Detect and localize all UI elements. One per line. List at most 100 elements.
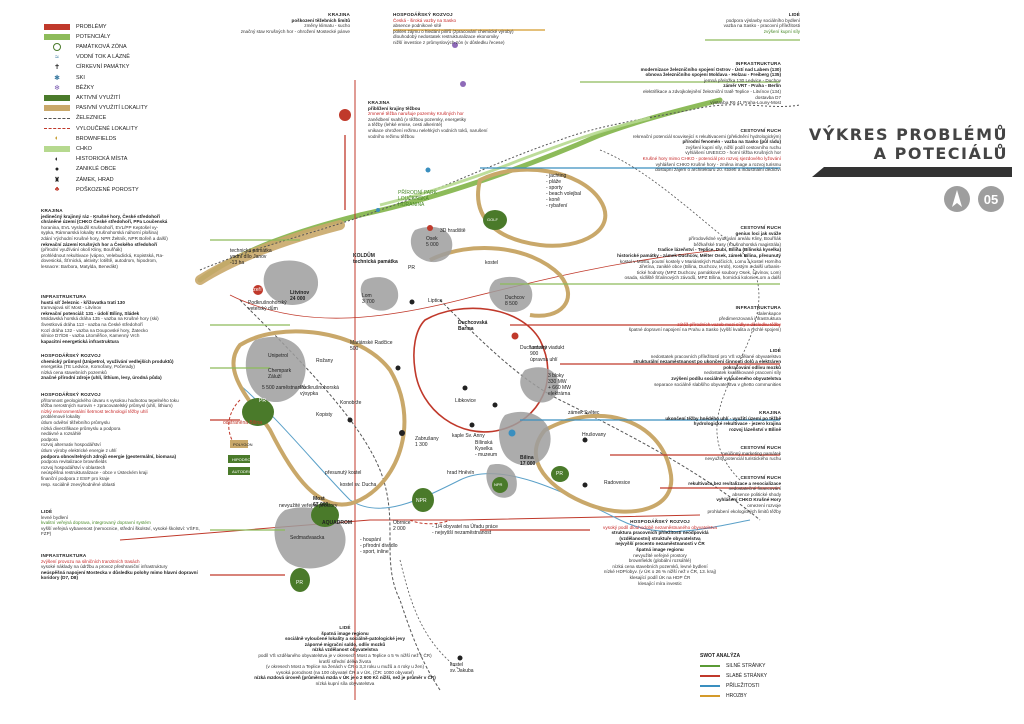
bottom-right-heading: HOSPODÁŘSKÝ ROZVOJ: [630, 519, 690, 524]
left-block-line: lesnacre: Barbora, Matylda, Benedikt): [41, 263, 118, 269]
legend-swatch: [44, 33, 70, 40]
right-block-line: genius loci jak sváže: [735, 230, 781, 236]
label-sedmadvaacka: Sedmadvaacka: [290, 535, 325, 541]
legend-z-mek-hrad-icon: ♜: [53, 176, 61, 184]
label-most: Most 67 000: [313, 496, 329, 508]
right-block-line: zvýšení podílu sociálně vyloučeného obyv…: [671, 375, 781, 381]
left-block-heading: HOSPODÁŘSKÝ ROZVOJ: [41, 392, 101, 397]
left-block-line: rozvoj hospodářství v oblastech: [41, 464, 106, 470]
label-kyselka: Bílinská Kyselka - muzeum: [475, 440, 498, 458]
dotted-road-east: [599, 149, 760, 481]
problem-dot-duchcov: [511, 332, 519, 340]
left-block-line: vysoké náklady na údržbu a provoz přeshr…: [41, 564, 168, 570]
right-block-line: nevyužitý potenciál turistického ruchu: [704, 456, 781, 462]
left-block-line: podpora obnovitelných zdrojů energie (ge…: [41, 453, 177, 459]
left-block-line: podpora: [41, 436, 58, 442]
bottom-center-line: sociálně vyloučené lokality a sociálně-p…: [285, 636, 405, 642]
label-jachting: - jachting - pláže - sporty - beach vole…: [546, 173, 582, 209]
state-border-line: [199, 104, 801, 271]
legend-label: AKTIVNÍ VYUŽITÍ: [76, 94, 121, 101]
legend-item: POTENCIÁLY: [44, 32, 110, 41]
legend-label: BĚŽKY: [76, 84, 95, 91]
left-block-line: zdání Východní Krušné hory, NPR Želtník,…: [41, 235, 168, 241]
left-block-line: jedinečný krajinný ráz - Krušné hory, Če…: [41, 213, 160, 219]
right-block-line: běžkařské trasy (Krušnohorská magistrála…: [693, 241, 781, 247]
bottom-center-line: nízká vzdělanost obyvatelstva: [312, 647, 378, 653]
bottom-center-line: špatná image regionu: [321, 630, 369, 636]
right-block-line: rekultivace bez revitalizace a resociali…: [688, 480, 781, 486]
left-block-line: nízká cena stavebních pozemků: [41, 369, 107, 375]
legend-label: PROBLÉMY: [76, 23, 107, 30]
left-block-line: značné přírodní zdroje (uhlí, lithium, l…: [41, 375, 162, 381]
right-block-line: Jiřetína, zaniklé obce (Bílina, Duchcov,…: [638, 264, 781, 270]
ski-icon-2: [376, 208, 380, 212]
left-block-line: problémové lokality: [41, 414, 81, 420]
right-block-line: předimenzovaná infrastruktura: [718, 316, 781, 322]
left-block-line: chemický průmysl (Unipetrol, využívání v…: [41, 358, 174, 364]
problem-dot-litvinov: [253, 285, 263, 295]
left-block-line: energetika (TE Ledvice, Komořany, Počera…: [41, 364, 135, 370]
legend-label: PAMÁTKOVÁ ZÓNA: [76, 43, 127, 50]
right-block-line: záměr VRT - Praha - Berlín: [723, 83, 781, 89]
village-dot-8: [582, 437, 588, 443]
left-block-line: finanční podpora z ESIF pro kraje: [41, 475, 110, 481]
left-block-heading: INFRASTRUKTURA: [41, 294, 87, 299]
bottom-right-line: nízké HDP/obyv. (v ÚK o 26 % nižší než v…: [603, 569, 717, 575]
legend-dashed-line: [44, 128, 70, 129]
top-block-line: značný stav Krušných hor - ohrožení Most…: [240, 28, 350, 34]
right-block-line: tradice lázeňství - Teplice, Dubí, Bílin…: [658, 247, 781, 253]
label-pr-south: PR: [296, 580, 303, 586]
label-pr-east: PR: [556, 471, 563, 477]
left-block-heading: HOSPODÁŘSKÝ ROZVOJ: [41, 353, 101, 358]
left-block-line: kvalitní veřejná doprava, integrovaný do…: [41, 520, 151, 526]
left-block-line: hustá síť železnic - křižovatka tratí 13…: [41, 299, 125, 305]
right-block-line: vyhlášení UNESCO - horní těžba Krušných …: [685, 150, 781, 156]
right-block-line: nedostatečné financování: [728, 486, 781, 492]
bottom-center-line: záporné migrační saldo, odliv mozků: [304, 641, 386, 647]
left-block-line: nedávné a rozsáhlé: [41, 431, 82, 437]
right-block-line: jemná přeložka 130 Ledvice - Duchov: [704, 77, 781, 83]
legend-item: ◐BROWNFIELDS: [44, 134, 116, 143]
label-ledvice: Ledvice 900 úpravna uhlí: [530, 345, 558, 363]
village-dot-9: [582, 482, 588, 488]
label-hrusovany: Hrušovany: [582, 432, 606, 438]
right-block-heading: LIDÉ: [769, 348, 781, 353]
legend-label: VODNÍ TOK A LÁZNĚ: [76, 54, 130, 61]
label-obrnice-note: - 1/4 obyvatel na Úřadu práce - nejvyšší…: [432, 524, 498, 536]
legend-label: ŽELEZNICE: [76, 115, 107, 122]
village-dot-3: [469, 422, 475, 428]
label-radovesice: Radovesice: [604, 480, 631, 486]
right-block-heading: INFRASTRUKTURA: [735, 61, 781, 66]
right-block-line: modernizace železničního spojení Ostrov …: [640, 66, 781, 72]
label-kopisty: Kopisty: [316, 412, 333, 418]
legend-dashed-line: [44, 117, 70, 119]
bottom-center-line: kratší střední délka života: [318, 658, 372, 664]
right-block-line: přírodní fenomén - vazba na Sasko (půl r…: [682, 139, 781, 145]
label-koldum: KOLDŮM technická památka: [353, 253, 398, 265]
legend-ski-icon: ✱: [54, 74, 60, 82]
swot-label: HROZBY: [726, 693, 747, 699]
right-block-line: pokračování odlivu mozků: [723, 364, 781, 370]
map-title: VÝKRES PROBLÉMŮ A POTECIÁLŮ: [809, 125, 1008, 163]
village-dot-10: [457, 655, 463, 661]
right-block-line: vyhlášení CHKO Krušné hory - změna image…: [655, 161, 781, 167]
label-elektrarna: 3 bloky 330 MW + 660 MW elektrárna: [548, 373, 571, 397]
bezky-icon-1: [452, 42, 458, 48]
left-block-line: rozvoj alternativ hospodářství: [41, 442, 101, 448]
problem-icon-krajina: [339, 109, 351, 121]
urban-litvinov: [263, 260, 319, 305]
legend-swatch: [44, 94, 70, 101]
legend-po-kozen-porosty-icon: ♣: [54, 186, 60, 194]
label-golf: GOLF: [487, 217, 498, 222]
label-verejne-prostory: nevyužité veřejné prostory: [279, 503, 338, 509]
village-dot-7: [347, 417, 353, 423]
left-block-line: přítomnost geologického útvaru s vysokou…: [41, 397, 179, 403]
right-block-line: kostel v Mostu, poutní kostely v Mariáns…: [619, 258, 781, 264]
bottom-center-line: nízká kupní síla obyvatelstva: [315, 680, 375, 686]
left-block-line: tramvajová síť Most - Litvínov: [41, 305, 102, 311]
